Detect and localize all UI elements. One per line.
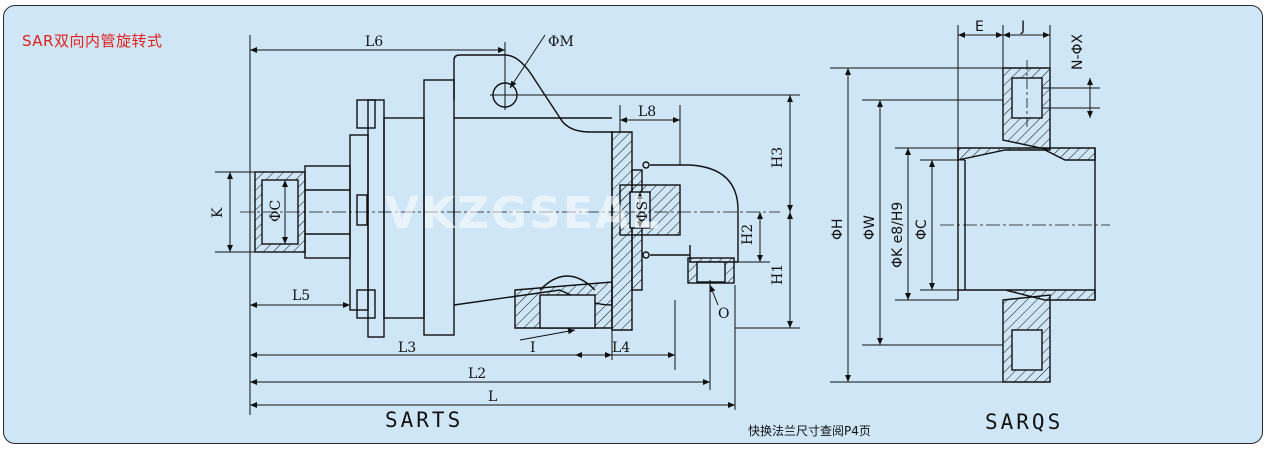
caption-sarqs: SARQS <box>985 410 1064 434</box>
drawing-title: SAR双向内管旋转式 <box>22 32 163 50</box>
label-l4: L4 <box>612 340 630 356</box>
label-phi-h: ΦH <box>830 218 846 240</box>
label-phi-c-left: ΦC <box>268 200 284 222</box>
label-n-phi-x: N-ΦX <box>1070 33 1086 70</box>
label-phi-w: ΦW <box>862 215 878 240</box>
watermark-text: VKZGSEAL <box>385 188 661 239</box>
label-o: O <box>718 306 729 322</box>
label-l6: L6 <box>365 34 383 50</box>
sarts-dimensions <box>215 34 800 415</box>
label-k: K <box>210 207 226 218</box>
label-e: E <box>975 19 984 35</box>
label-phi-m: ΦM <box>548 34 574 50</box>
label-h3: H3 <box>770 147 786 168</box>
label-i: I <box>530 340 536 356</box>
label-h2: H2 <box>740 224 756 245</box>
sarqs-dimensions <box>830 25 1100 383</box>
label-l8: L8 <box>638 104 656 120</box>
label-l: L <box>488 389 497 405</box>
label-phi-s: ΦS <box>635 201 651 222</box>
label-phi-k: ΦK e8/H9 <box>890 202 906 268</box>
label-h1: H1 <box>770 264 786 285</box>
label-l2: L2 <box>468 366 486 382</box>
flange-note: 快换法兰尺寸查阅P4页 <box>748 424 871 438</box>
label-phi-c-right: ΦC <box>914 219 930 240</box>
label-l3: L3 <box>398 340 416 356</box>
label-l5: L5 <box>292 288 310 304</box>
sarqs-view <box>940 60 1110 383</box>
caption-sarts: SARTS <box>385 408 464 432</box>
label-j: J <box>1020 19 1025 35</box>
sarts-view <box>240 54 800 338</box>
